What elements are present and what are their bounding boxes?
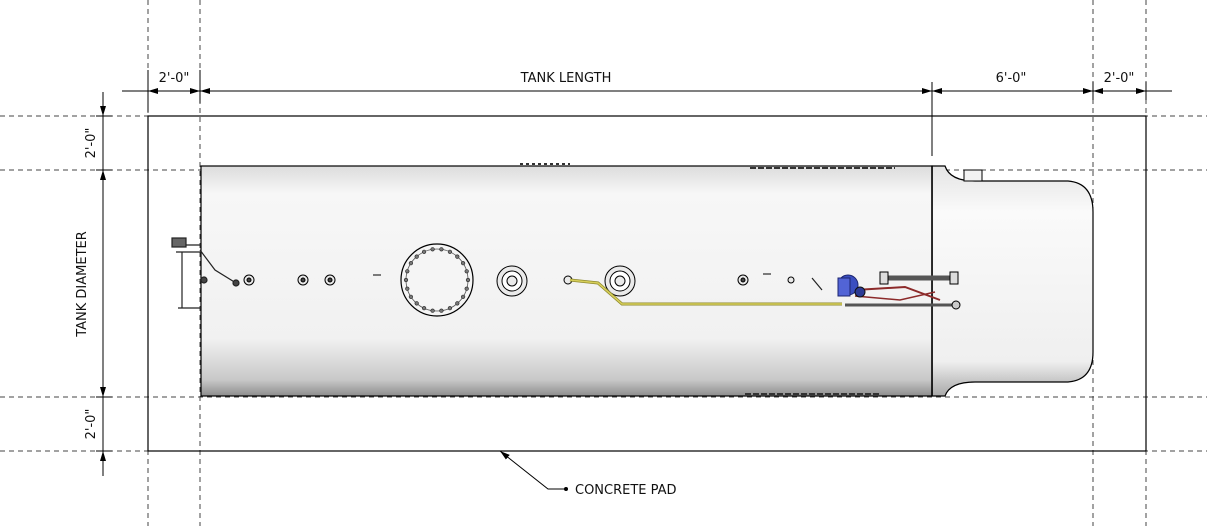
concrete-pad-outline — [147, 115, 1147, 452]
manway-bolt — [405, 269, 410, 274]
dimension-left-clearance: 2'-0" — [159, 71, 190, 86]
manway-bolt — [461, 261, 466, 266]
manway-bolt — [464, 269, 469, 274]
concrete-pad-leader — [499, 450, 566, 490]
dimension-top-clearance: 2'-0" — [84, 128, 99, 159]
manway-bolt — [465, 277, 471, 283]
manway-bolt — [408, 261, 414, 266]
manway-bolt — [461, 294, 466, 299]
manway-bolt — [455, 254, 460, 259]
manway-bolt — [439, 247, 444, 252]
manway-bolt — [405, 286, 410, 291]
manway-bolt — [414, 254, 419, 259]
manway-bolt — [414, 301, 419, 306]
tank-end-head — [931, 165, 1094, 397]
manway-bolt — [403, 277, 409, 283]
valve-assembly — [811, 271, 961, 310]
manway-bolt — [447, 249, 453, 254]
manway-bolt — [408, 294, 414, 299]
manway-bolt — [464, 286, 469, 291]
manway — [400, 243, 474, 317]
manway-bolt — [422, 306, 427, 311]
dimension-tank-length: TANK LENGTH — [520, 71, 612, 86]
dimension-bottom-clearance: 2'-0" — [84, 409, 99, 440]
concrete-pad-label: CONCRETE PAD — [575, 483, 677, 498]
manway-bolt — [439, 308, 444, 313]
shell-edge-details — [520, 163, 895, 395]
head-nozzle — [963, 169, 983, 182]
left-end-fittings — [171, 237, 240, 309]
dimension-right-clearance: 2'-0" — [1104, 71, 1135, 86]
manway-bolt — [422, 249, 427, 254]
manway-bolt — [447, 306, 453, 311]
dimension-end-clearance: 6'-0" — [996, 71, 1027, 86]
horizontal-dimension-line — [122, 70, 1172, 156]
vertical-dimension-line — [96, 92, 112, 476]
manway-bolt — [455, 301, 460, 306]
manway-bolt — [430, 247, 435, 252]
nozzle-ports — [243, 265, 795, 297]
dimension-tank-diameter: TANK DIAMETER — [75, 231, 90, 338]
manway-bolt — [430, 308, 435, 313]
